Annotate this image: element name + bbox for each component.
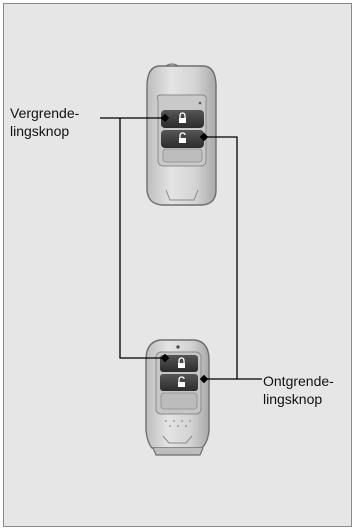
- leader-lines: [100, 117, 262, 380]
- smart-key-remote: [145, 339, 210, 456]
- unlock-button-callout: Ontgrende- lingsknop: [263, 372, 334, 408]
- indicator-light: [198, 101, 202, 105]
- folding-key-extra-button: [162, 148, 203, 163]
- unlock-label-line1: Ontgrende-: [263, 373, 334, 389]
- lock-open-icon: [179, 132, 186, 143]
- smart-key-base: [152, 447, 204, 456]
- unlock-leader-top: [204, 136, 262, 380]
- smart-key-extra-button: [160, 392, 198, 410]
- lock-closed-icon: [179, 112, 186, 123]
- folding-key-remote: [146, 63, 217, 206]
- indicator-light: [176, 345, 180, 349]
- lock-label-line2: lingsknop: [10, 123, 70, 139]
- lock-open-icon: [178, 376, 185, 387]
- smart-key-bottom-trim: [162, 435, 193, 444]
- lock-closed-icon: [178, 357, 185, 368]
- lock-leader-bottom: [119, 118, 165, 359]
- lock-label-line1: Vergrende-: [10, 105, 80, 121]
- unlock-label-line2: lingsknop: [263, 391, 323, 407]
- smart-key-dot-texture: [165, 420, 191, 427]
- leader-endpoints: [160, 113, 209, 384]
- lock-button-callout: Vergrende- lingsknop: [10, 104, 79, 140]
- folding-key-bottom-trim: [165, 189, 199, 201]
